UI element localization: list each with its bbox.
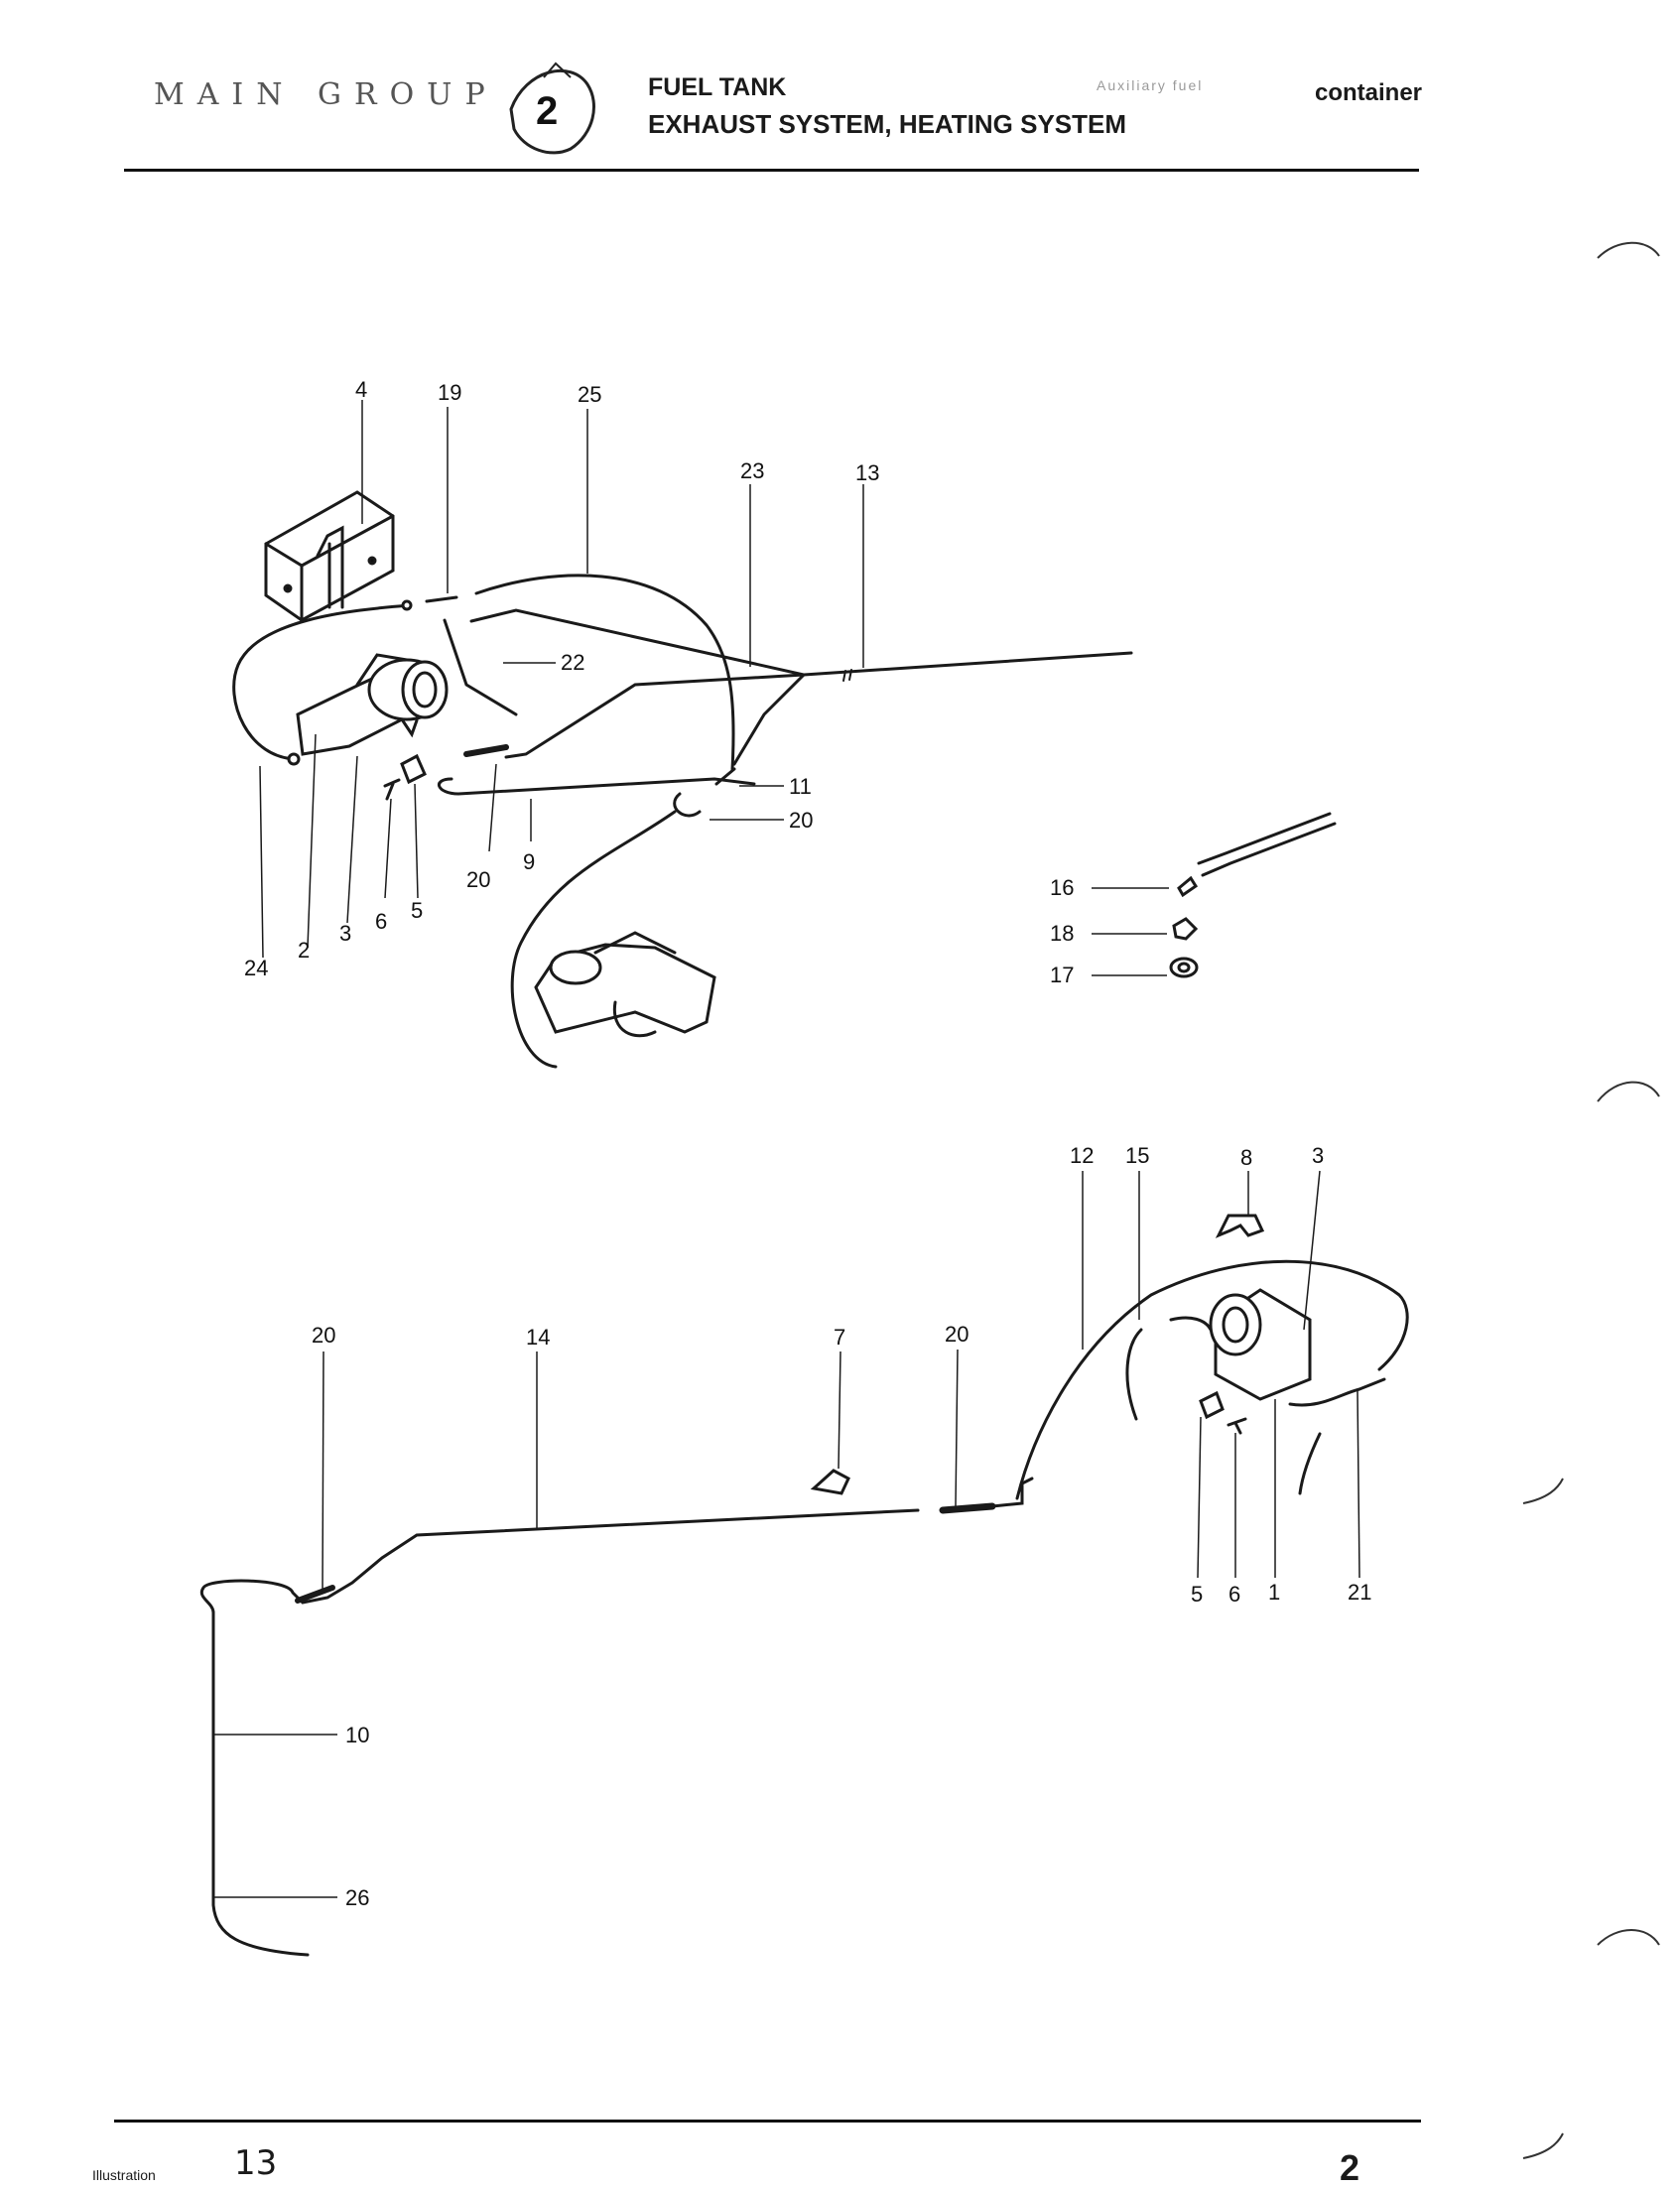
callout-21: 21 [1348, 1580, 1371, 1605]
callout-6-upper: 6 [375, 909, 387, 934]
faint-header-text: Auxiliary fuel [1097, 77, 1204, 93]
pipe-part-12 [1015, 1259, 1409, 1500]
fuel-pump-lower [1209, 1288, 1312, 1401]
callout-16: 16 [1050, 875, 1074, 900]
callout-9: 9 [523, 849, 535, 874]
illustration-label: Illustration [92, 2167, 156, 2183]
callout-23: 23 [740, 458, 764, 483]
main-group-label: MAIN GROUP [154, 77, 498, 112]
callout-2: 2 [298, 938, 310, 963]
callout-3-upper: 3 [339, 921, 351, 946]
clip-part-7 [810, 1469, 850, 1495]
callout-5-lower: 5 [1191, 1582, 1203, 1607]
callout-26: 26 [345, 1885, 369, 1910]
screw-part-6-upper [383, 778, 401, 801]
pipe-part-14 [199, 1508, 920, 1629]
clip-part-5-lower [1199, 1390, 1225, 1420]
margin-mark [1522, 2132, 1564, 2159]
pipe-part-13 [802, 651, 1133, 677]
nut-part-18 [1172, 917, 1199, 941]
callout-17: 17 [1050, 963, 1074, 987]
callout-5-upper: 5 [411, 898, 423, 923]
margin-mark [1522, 1478, 1564, 1504]
callout-20-upper-right: 20 [789, 808, 813, 833]
callout-10: 10 [345, 1723, 369, 1747]
hose-part-19 [425, 595, 458, 603]
hose-part-15 [1125, 1328, 1143, 1421]
pipe-part-24 [232, 603, 412, 761]
fuel-pump-upper [296, 653, 449, 756]
pipe-part-25 [474, 574, 735, 771]
margin-mark [1597, 1081, 1660, 1102]
callout-6-lower: 6 [1228, 1582, 1240, 1607]
callout-3-lower: 3 [1312, 1143, 1324, 1168]
callout-12: 12 [1070, 1143, 1094, 1168]
pipe-part-23 [469, 608, 807, 766]
screw-part-6-lower [1227, 1417, 1247, 1435]
callout-20-lower-right: 20 [945, 1322, 969, 1347]
callout-1: 1 [1268, 1580, 1280, 1605]
bracket-part-8 [1215, 1214, 1265, 1238]
pipe-part-9 [438, 777, 756, 796]
callout-4: 4 [355, 377, 367, 402]
clip-part-5-upper [400, 753, 427, 785]
pipe-part-21 [1288, 1377, 1386, 1407]
group-badge-number: 2 [536, 89, 558, 133]
hose-part-11 [714, 767, 736, 786]
callout-18: 18 [1050, 921, 1074, 946]
hose-part-20-lower-left [295, 1585, 335, 1604]
callout-25: 25 [578, 382, 601, 407]
callout-13: 13 [855, 460, 879, 485]
hose-part-20-upper-right [673, 792, 702, 818]
callout-11: 11 [789, 774, 812, 799]
callout-14: 14 [526, 1325, 550, 1350]
callout-7: 7 [834, 1325, 845, 1350]
callout-24: 24 [244, 956, 268, 980]
hose-part-20-lower-right [939, 1502, 996, 1514]
illustration-number: 13 [234, 2143, 278, 2183]
margin-mark [1597, 241, 1660, 259]
callout-8: 8 [1240, 1145, 1252, 1170]
margin-mark [1597, 1929, 1660, 1946]
callout-20-lower-left: 20 [312, 1323, 335, 1348]
heater-unit [534, 931, 716, 1038]
section-title-fuel-tank: FUEL TANK [648, 73, 787, 101]
hose-part-20-upper-left [463, 744, 509, 757]
container-label: container [1315, 79, 1423, 106]
pipe-part-26 [211, 1878, 310, 1957]
callout-22: 22 [561, 650, 584, 675]
washer-part-17 [1169, 957, 1199, 978]
section-title-exhaust-heating: EXHAUST SYSTEM, HEATING SYSTEM [648, 109, 1127, 139]
footer-rule [114, 2120, 1421, 2123]
callout-19: 19 [438, 380, 461, 405]
callout-15: 15 [1125, 1143, 1149, 1168]
pipe-part-22 [443, 618, 518, 716]
fitting-part-16 [1177, 812, 1337, 898]
page-number: 2 [1340, 2147, 1360, 2188]
callout-20-upper-left: 20 [466, 867, 490, 892]
bracket-part-4 [264, 490, 395, 622]
pipe-to-heater [510, 810, 677, 1069]
group-badge: 2 [509, 62, 595, 155]
header-rule [124, 169, 1419, 172]
